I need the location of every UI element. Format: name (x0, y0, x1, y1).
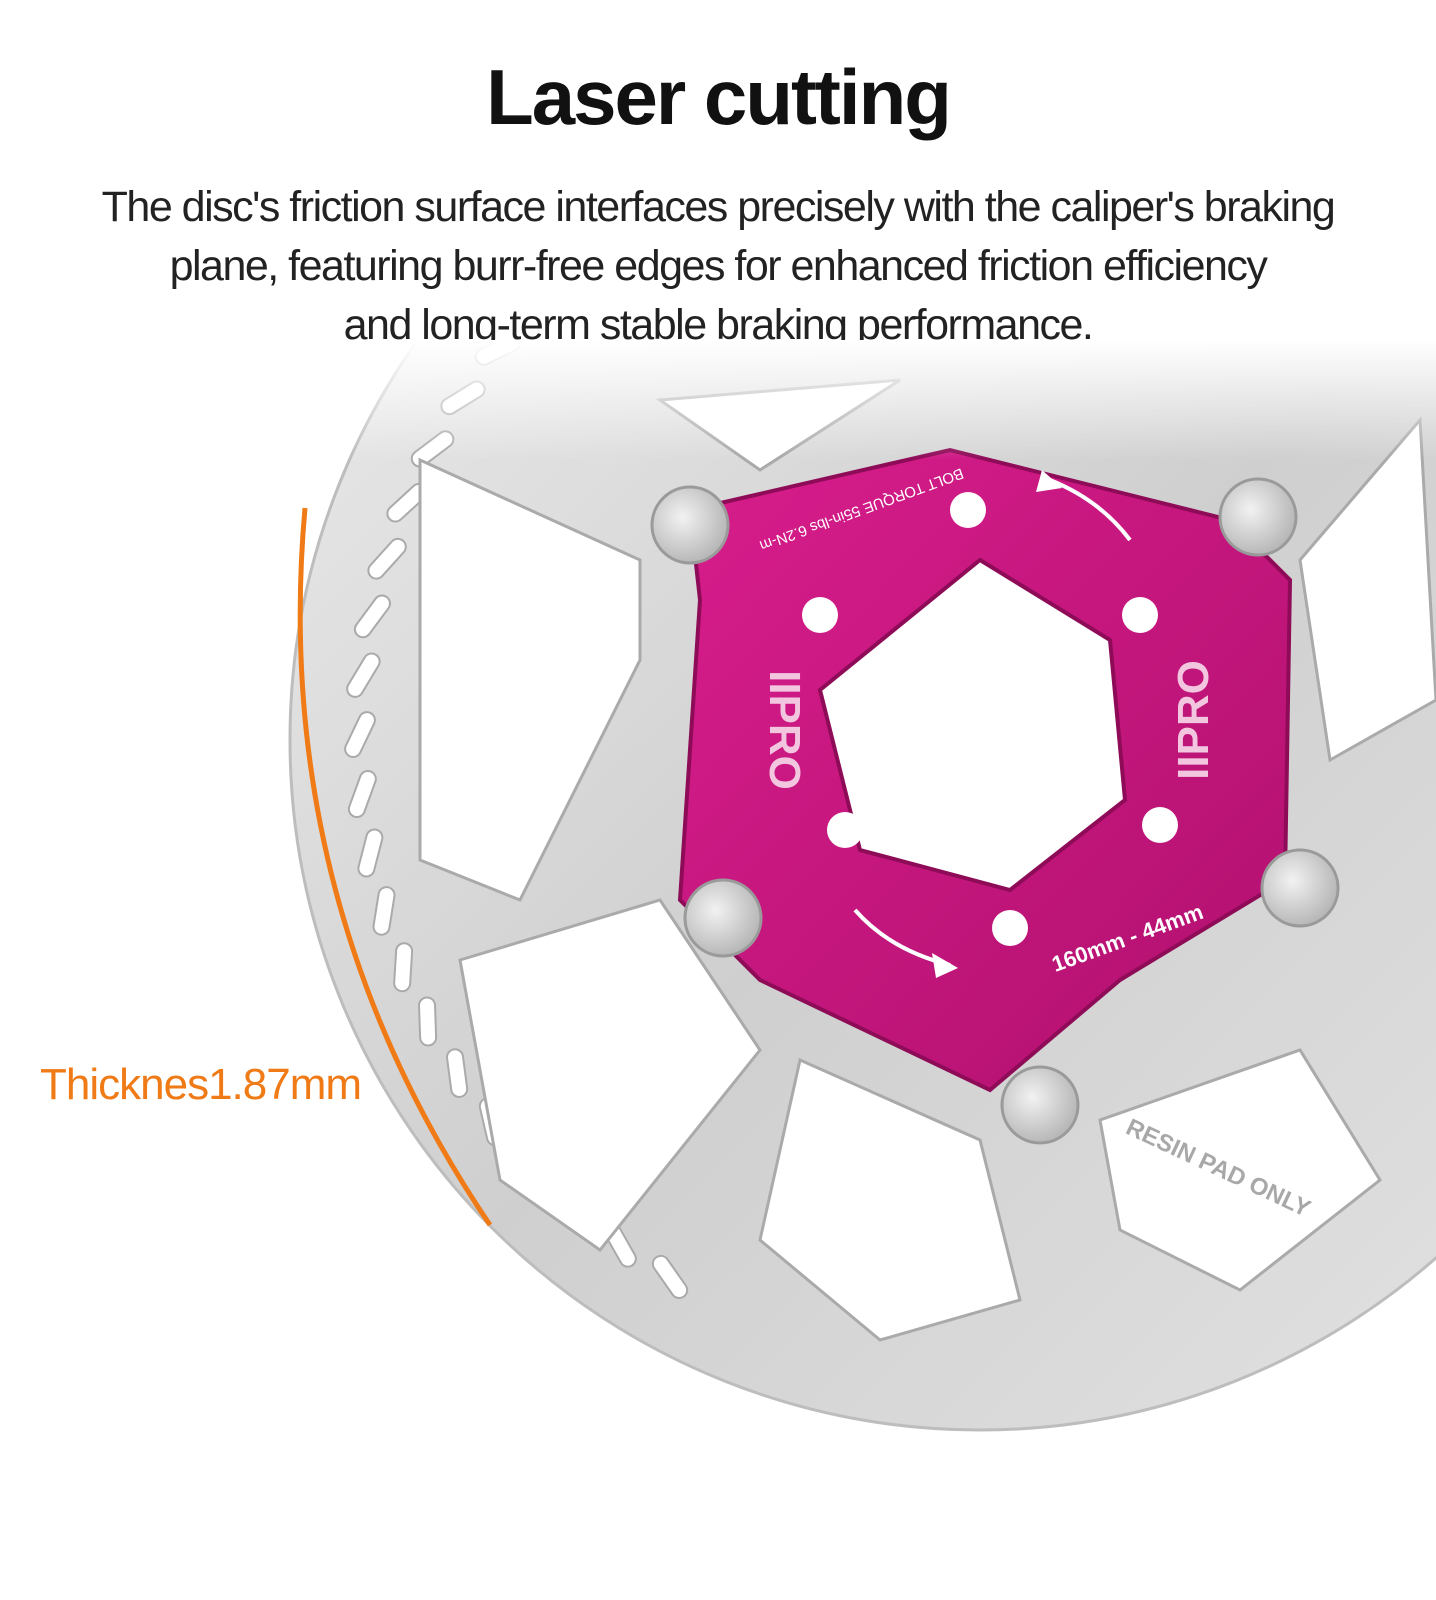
brand-logo-left: IIPRO (760, 670, 809, 790)
thickness-indicator-line (297, 507, 493, 1227)
brand-logo-right: IIPRO (1169, 660, 1218, 780)
vent-slot (418, 996, 438, 1047)
vent-slot (353, 594, 391, 639)
vent-slot (651, 1254, 689, 1300)
page-title: Laser cutting (486, 53, 952, 141)
vent-slot (347, 770, 377, 819)
rivets (650, 477, 1340, 1145)
vent-slot (372, 886, 396, 936)
brake-rotor-image: IIPRO IIPRO 160mm - 44mm BOLT TORQUE 55i… (288, 340, 1436, 1432)
thickness-label: Thicknes1.87mm (40, 1060, 362, 1109)
description-line: plane, featuring burr-free edges for enh… (169, 242, 1268, 290)
description: The disc's friction surface interfaces p… (0, 178, 1436, 355)
vent-slot (344, 711, 376, 759)
spider-carrier (677, 447, 1293, 1093)
description-line: The disc's friction surface interfaces p… (101, 183, 1336, 231)
vent-slot (446, 1048, 469, 1098)
vent-slot (357, 828, 384, 878)
vent-slot (393, 942, 414, 993)
vent-slot (346, 652, 381, 698)
vent-slot (367, 537, 407, 580)
